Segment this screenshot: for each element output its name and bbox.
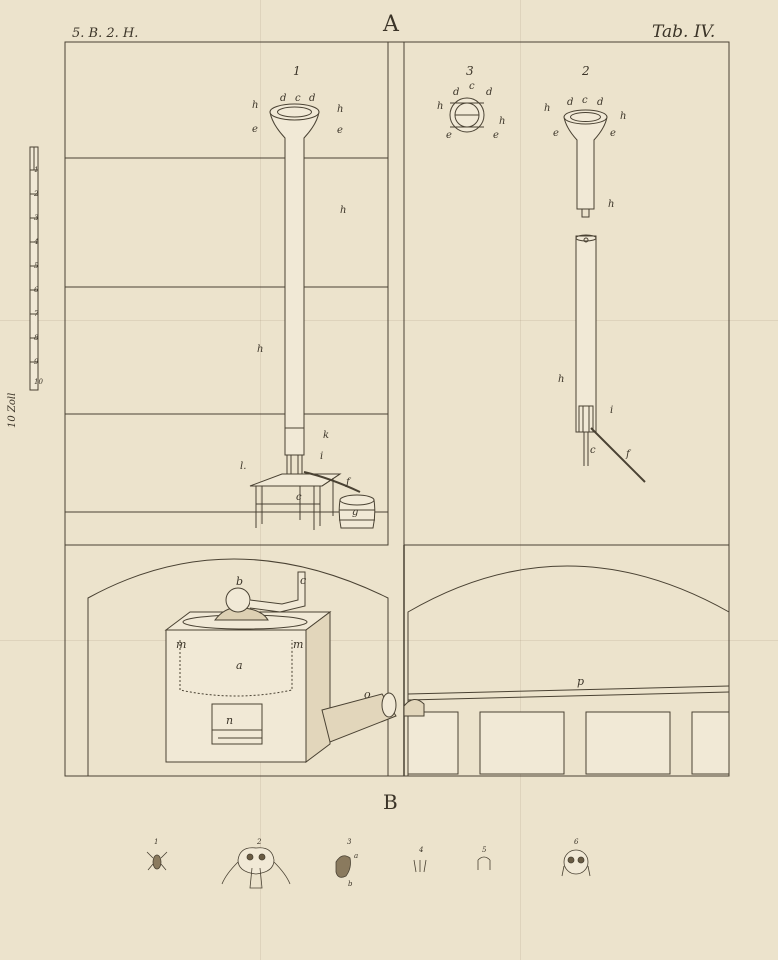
insect-number-3: 3 <box>347 838 352 846</box>
outer-frame <box>64 41 730 777</box>
fig2-label-h-left: h <box>544 103 551 114</box>
fig3-label-e-left: e <box>446 130 452 141</box>
insect-number-5: 5 <box>482 846 487 854</box>
scale-bar <box>29 146 39 391</box>
fig1-label-h-right: h <box>337 104 344 115</box>
fig2-label-d1: d <box>567 97 574 108</box>
fig2-label-e-left: e <box>553 128 559 139</box>
fig1-label-d2: d <box>309 93 316 104</box>
furnace-label-o: o <box>364 688 371 701</box>
furnace-label-b: b <box>236 575 244 588</box>
kiln-label-p: p <box>577 675 585 688</box>
fig1-label-i: i <box>320 451 324 462</box>
scale-tick-3: 3 <box>34 214 39 222</box>
fig2-label-c: c <box>582 95 588 106</box>
fig3-label-h-right: h <box>499 116 506 127</box>
fig1-label-e-left: e <box>252 124 258 135</box>
fig1-label-g: g <box>352 507 359 518</box>
furnace-label-m-left: m <box>176 638 187 651</box>
scale-tick-9: 9 <box>34 358 39 366</box>
scale-tick-6: 6 <box>34 286 39 294</box>
fig2-lower-tube <box>575 234 646 483</box>
insect-number-2: 2 <box>257 838 262 846</box>
fig1-label-e-right: e <box>337 125 343 136</box>
fig2-number: 2 <box>582 64 590 78</box>
scale-tick-7: 7 <box>34 310 39 318</box>
scale-tick-1: 1 <box>34 166 39 174</box>
fig3-label-d2: d <box>486 87 493 98</box>
fig2-label-c-low: c <box>590 445 596 456</box>
fig3-plan <box>449 97 485 133</box>
fig2-label-d2: d <box>597 97 604 108</box>
fig3-label-e-right: e <box>493 130 499 141</box>
fig1-label-d1: d <box>280 93 287 104</box>
section-b-heading: B <box>383 790 398 814</box>
panel-fig2-3 <box>403 41 730 546</box>
fig2-label-i: i <box>610 405 614 416</box>
plate-number: Tab. IV. <box>652 22 716 42</box>
fig1-tube <box>269 103 320 478</box>
fig3-label-d1: d <box>453 87 460 98</box>
fig1-barrel <box>303 471 376 529</box>
scale-caption: 10 Zoll <box>7 392 18 428</box>
insect-number-6: 6 <box>574 838 579 846</box>
fig1-number: 1 <box>293 64 301 78</box>
fig1-label-l: l. <box>240 461 247 472</box>
fig3-number: 3 <box>466 64 474 78</box>
panel-fig1 <box>64 41 389 546</box>
fig2-label-h-mid: h <box>608 199 615 210</box>
insect-number-1: 1 <box>154 838 159 846</box>
insect-number-4: 4 <box>419 846 424 854</box>
fig1-label-k: k <box>323 430 330 441</box>
fig1-label-c: c <box>295 93 301 104</box>
fig3-label-h-left: h <box>437 101 444 112</box>
furnace-label-c: c <box>300 574 307 587</box>
fig1-table <box>249 473 342 530</box>
insect-figures <box>146 847 591 889</box>
section-a-heading: A <box>383 12 399 37</box>
scale-tick-5: 5 <box>34 262 39 270</box>
fig2-label-h-right: h <box>620 111 627 122</box>
fig1-label-h-low: h <box>257 344 264 355</box>
scale-tick-2: 2 <box>34 190 39 198</box>
fig1-label-h-mid: h <box>340 205 347 216</box>
furnace-drawing <box>87 558 397 776</box>
fig2-label-f: f <box>626 449 630 460</box>
fig2-label-e-right: e <box>610 128 616 139</box>
fig2-upper-tube <box>563 109 608 218</box>
furnace-label-a: a <box>236 659 243 672</box>
kiln-drawing <box>403 565 730 776</box>
scale-tick-8: 8 <box>34 334 39 342</box>
insect-sub-b: b <box>348 880 353 888</box>
furnace-label-m-right: m <box>293 638 304 651</box>
scale-tick-10: 10 <box>34 378 43 386</box>
furnace-label-n: n <box>226 714 234 727</box>
fig1-label-c-table: c <box>296 492 302 503</box>
plate-series-label: 5. B. 2. H. <box>72 26 139 41</box>
scale-tick-4: 4 <box>34 238 39 246</box>
fig1-label-h-left: h <box>252 100 259 111</box>
fig3-label-c: c <box>469 81 475 92</box>
fig2-label-h-low: h <box>558 374 565 385</box>
insect-sub-a: a <box>354 852 359 860</box>
fig1-label-f: f <box>346 477 350 488</box>
